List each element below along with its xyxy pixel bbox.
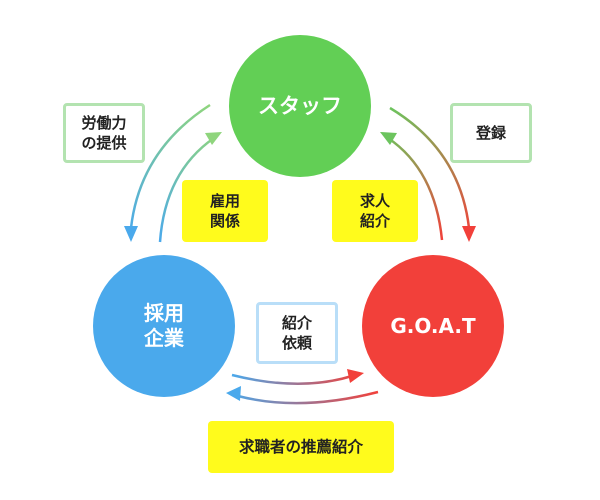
label-job-introduction: 求人 紹介 bbox=[332, 180, 418, 242]
label-introduction-request: 紹介 依頼 bbox=[256, 302, 338, 364]
arrow-company-to-goat bbox=[231, 373, 353, 385]
arrow-company-to-staff bbox=[158, 136, 215, 243]
arrowhead-goat-to-company bbox=[226, 386, 241, 401]
node-goat: G.O.A.T bbox=[362, 255, 504, 397]
arrowhead-staff-to-goat bbox=[462, 226, 476, 242]
arrow-goat-to-company bbox=[237, 390, 379, 405]
arrowhead-company-to-staff bbox=[205, 132, 222, 145]
label-candidate-referral-text: 求職者の推薦紹介 bbox=[238, 437, 363, 456]
node-hiring-company-label: 採用 企業 bbox=[144, 301, 184, 350]
label-introduction-request-text: 紹介 依頼 bbox=[281, 313, 312, 352]
node-staff: スタッフ bbox=[229, 35, 371, 177]
label-candidate-referral: 求職者の推薦紹介 bbox=[208, 421, 394, 473]
label-employment-relation-text: 雇用 関係 bbox=[209, 191, 240, 230]
label-registration: 登録 bbox=[450, 103, 532, 163]
arrow-staff-to-goat bbox=[389, 106, 471, 229]
label-labor-provision: 労働力 の提供 bbox=[63, 103, 145, 163]
arrowhead-staff-to-company bbox=[124, 226, 138, 242]
node-staff-label: スタッフ bbox=[258, 93, 342, 118]
label-employment-relation: 雇用 関係 bbox=[182, 180, 268, 242]
label-labor-provision-text: 労働力 の提供 bbox=[81, 113, 127, 152]
arrowhead-goat-to-staff bbox=[380, 132, 397, 145]
arrow-staff-to-company bbox=[129, 103, 211, 229]
node-hiring-company: 採用 企業 bbox=[93, 255, 235, 397]
label-job-introduction-text: 求人 紹介 bbox=[359, 191, 390, 230]
label-registration-text: 登録 bbox=[475, 123, 506, 142]
arrowhead-company-to-goat bbox=[347, 369, 364, 383]
arrow-goat-to-staff bbox=[387, 136, 444, 241]
node-goat-label: G.O.A.T bbox=[390, 313, 476, 338]
